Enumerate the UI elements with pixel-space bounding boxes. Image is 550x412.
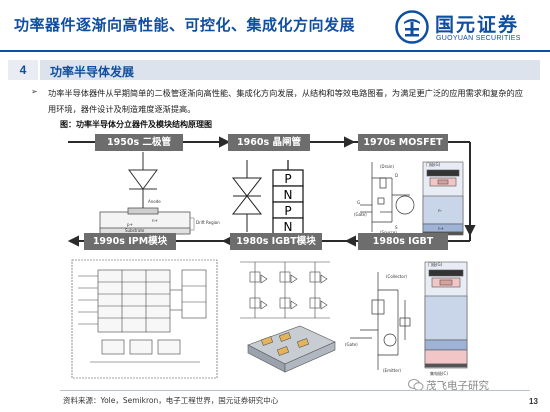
bullet-arrow-icon: ➢: [31, 87, 38, 96]
mosfet-nplus-label: n+: [438, 226, 444, 231]
diode-n-label: n+: [152, 218, 158, 223]
thyristor-layer-4: N: [284, 220, 293, 234]
igbt-terminal-label: 门极(G): [428, 261, 443, 267]
mosfet-gate-label: (Gate): [354, 212, 367, 217]
page-number: 13: [529, 397, 538, 406]
guoyuan-logo-icon: [395, 10, 429, 44]
thyristor-layers: [272, 169, 304, 235]
arrow-right-icon-2: [344, 136, 356, 148]
mosfet-s-label: S: [395, 225, 398, 230]
era-label-igbt: 1980s IGBT: [358, 233, 448, 250]
watermark-text: 茂飞电子研究: [426, 380, 489, 392]
logo-text-cn: 国元证券: [435, 14, 520, 36]
mosfet-drain-label: (Drain): [380, 164, 394, 169]
era-label-igbt-module: 1980s IGBT模块: [230, 233, 322, 250]
arrow-left-icon-1: [344, 235, 356, 247]
mosfet-terminal-label: 门极(G): [426, 161, 441, 167]
arrow-down-icon: [464, 225, 476, 237]
page-title: 功率器件逐渐向高性能、可控化、集成化方向发展: [14, 16, 356, 34]
igbt-circuit: [350, 272, 411, 370]
thyristor-symbol: [231, 160, 263, 232]
igbt-bottom-label: 集电极(C): [430, 370, 448, 376]
igbt-cross-section: [424, 261, 468, 369]
igbt-gate-label: (Gate): [345, 342, 358, 347]
igbt-emitter-label: (Emitter): [383, 368, 401, 373]
era-label-mosfet: 1970s MOSFET: [358, 134, 448, 151]
era-label-thyristor: 1960s 晶闸管: [228, 134, 310, 151]
body-paragraph: 功率半导体器件从早期简单的二极管逐渐向高性能、集成化方向发展，从结构和等效电路图…: [48, 88, 523, 114]
mosfet-d-label: D: [395, 173, 398, 178]
logo-text-en: GUOYUAN SECURITIES: [436, 35, 521, 42]
diode-drift-label: Drift Region: [196, 220, 220, 225]
thyristor-layer-3: P: [284, 204, 291, 218]
mosfet-circuit: [360, 162, 415, 232]
ipm-block-diagram: [71, 259, 218, 379]
thyristor-layer-2: N: [284, 188, 293, 202]
mosfet-g-label: G: [357, 200, 360, 205]
igbt-module-photo: [247, 325, 336, 373]
mosfet-source-label: (Source): [380, 230, 397, 235]
diode-substrate-label: Substrate: [125, 228, 145, 233]
igbt-collector-label: (Collector): [386, 274, 407, 279]
section-title: 功率半导体发展: [50, 65, 135, 79]
thyristor-layer-1: P: [284, 172, 291, 186]
section-number: 4: [8, 60, 40, 80]
era-label-diode: 1950s 二极管: [95, 134, 183, 151]
arrow-right-icon-1: [219, 136, 231, 148]
mosfet-cross-section: [422, 161, 464, 236]
era-label-ipm-module: 1990s IPM模块: [84, 233, 176, 250]
igbt-module-schematic: [240, 261, 330, 319]
mosfet-nminus-label: n-: [438, 208, 443, 213]
diode-diagram: [99, 152, 195, 240]
header-divider: [0, 50, 550, 52]
section-bar: [8, 60, 540, 80]
company-logo: 国元证券 GUOYUAN SECURITIES: [395, 8, 545, 48]
source-note: 资料来源：Yole，Semikron，电子工程世界，国元证券研究中心: [63, 396, 279, 405]
diode-p-label: p+: [127, 222, 133, 227]
figure-caption: 图：功率半导体分立器件及模块结构原理图: [60, 120, 212, 129]
arrow-left-icon-3: [67, 235, 79, 247]
diode-anode-label: Anode: [148, 199, 161, 204]
footer-divider: [60, 390, 530, 391]
